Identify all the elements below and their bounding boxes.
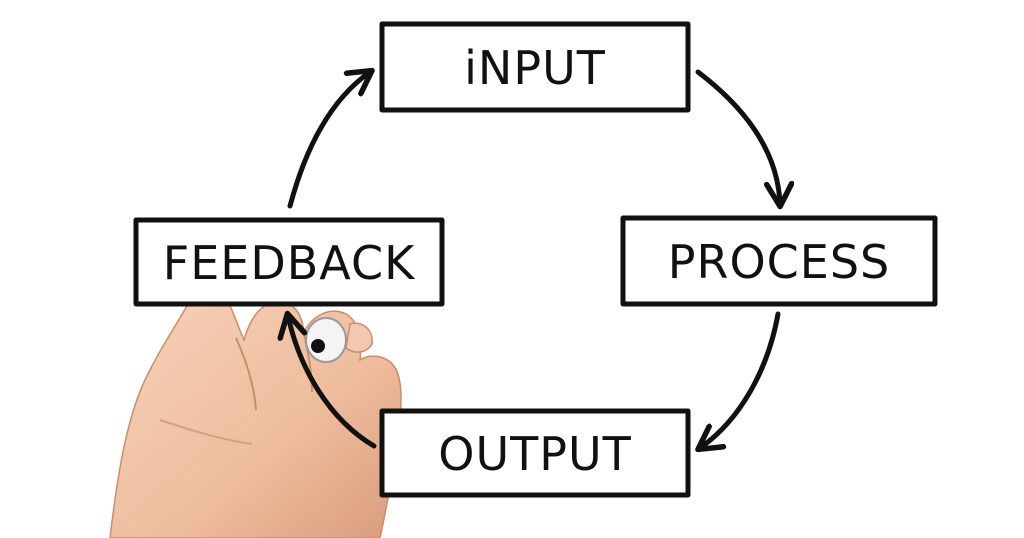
arrow-process-to-output: [700, 311, 781, 448]
node-label-output: OUTPUT: [438, 427, 631, 481]
diagram-edges: [288, 72, 780, 448]
diagram-node-output: OUTPUT: [379, 408, 691, 498]
diagram-node-feedback: FEEDBACK: [133, 217, 445, 307]
node-box-feedback: [133, 217, 445, 307]
arrow-feedback-to-input: [287, 72, 370, 209]
node-box-output: [379, 408, 691, 498]
node-box-process: [620, 215, 938, 307]
arrow-output-to-feedback: [288, 316, 377, 449]
diagram-node-input: iNPUT: [379, 21, 691, 113]
arrow-input-to-process: [695, 69, 780, 204]
node-label-feedback: FEEDBACK: [163, 236, 416, 290]
node-label-process: PROCESS: [668, 235, 891, 289]
node-label-input: iNPUT: [464, 41, 606, 95]
diagram-node-process: PROCESS: [620, 215, 938, 307]
hand-holding-marker-icon: [109, 287, 402, 538]
node-box-input: [379, 21, 691, 113]
